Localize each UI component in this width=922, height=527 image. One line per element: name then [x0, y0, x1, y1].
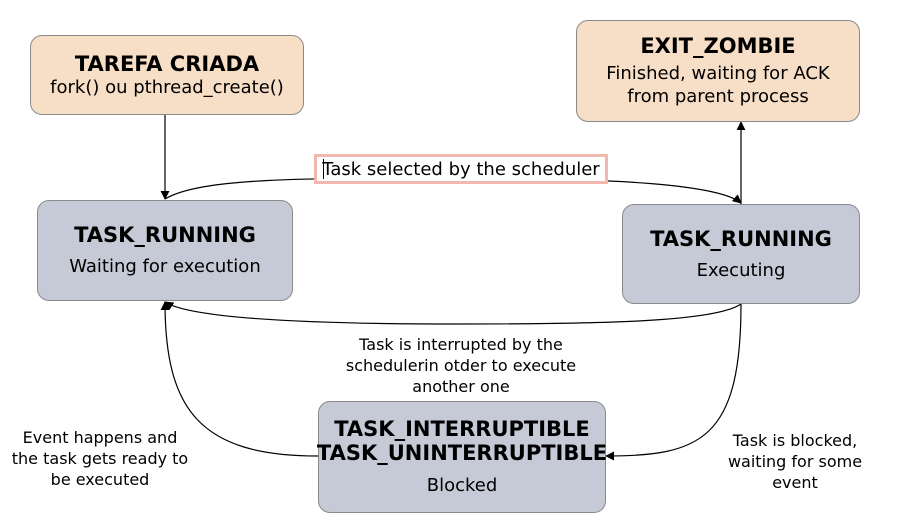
node-task-running-ready-title: TASK_RUNNING: [74, 223, 256, 247]
text-cursor: [323, 159, 324, 179]
node-task-created-subtitle: fork() ou pthread_create(): [50, 76, 284, 98]
node-task-running-ready-subtitle: Waiting for execution: [69, 256, 261, 277]
edge-label-preempted-line2: schedulerin otder to execute: [345, 356, 577, 375]
node-task-blocked: TASK_INTERRUPTIBLE TASK_UNINTERRUPTIBLE …: [316, 401, 608, 513]
edge-label-blocked-line3: event: [772, 473, 818, 492]
edge-label-blocked-line2: waiting for some: [727, 452, 863, 471]
node-exit-zombie-subtitle-line2: from parent process: [627, 86, 809, 107]
edge-label-preempted: Task is interrupted by the schedulerin o…: [320, 334, 602, 397]
edge-label-event-ready: Event happens and the task gets ready to…: [0, 427, 200, 490]
node-task-blocked-title-line2: TASK_UNINTERRUPTIBLE: [316, 441, 608, 465]
edge-executing-to-ready: [164, 301, 742, 325]
node-task-running-executing-subtitle: Executing: [696, 259, 786, 281]
node-task-created-title: TAREFA CRIADA: [74, 51, 260, 76]
node-task-running-ready: TASK_RUNNING Waiting for execution: [37, 200, 293, 301]
edge-label-preempted-line1: Task is interrupted by the: [359, 335, 563, 354]
edge-label-scheduled[interactable]: Task selected by the scheduler: [314, 154, 608, 184]
edge-executing-to-blocked: [605, 303, 742, 461]
node-task-created: TAREFA CRIADA fork() ou pthread_create(): [30, 35, 304, 115]
node-task-blocked-title-line1: TASK_INTERRUPTIBLE: [334, 417, 590, 441]
node-task-running-executing-title: TASK_RUNNING: [650, 226, 832, 251]
edge-label-preempted-line3: another one: [412, 377, 510, 396]
node-task-blocked-subtitle: Blocked: [426, 475, 498, 496]
edge-blocked-to-ready: [160, 301, 319, 457]
edge-label-event-ready-line1: Event happens and: [22, 428, 178, 447]
edge-label-blocked-line1: Task is blocked,: [732, 431, 858, 450]
edge-label-scheduled-text: Task selected by the scheduler: [322, 158, 600, 180]
node-exit-zombie-title: EXIT_ZOMBIE: [640, 34, 796, 58]
node-task-running-executing: TASK_RUNNING Executing: [622, 204, 860, 304]
edge-label-event-ready-line2: the task gets ready to: [11, 449, 189, 468]
edge-label-blocked: Task is blocked, waiting for some event: [706, 430, 884, 493]
edge-label-event-ready-line3: be executed: [50, 470, 150, 489]
node-exit-zombie-subtitle-line1: Finished, waiting for ACK: [606, 63, 830, 84]
node-exit-zombie: EXIT_ZOMBIE Finished, waiting for ACK fr…: [576, 20, 860, 122]
